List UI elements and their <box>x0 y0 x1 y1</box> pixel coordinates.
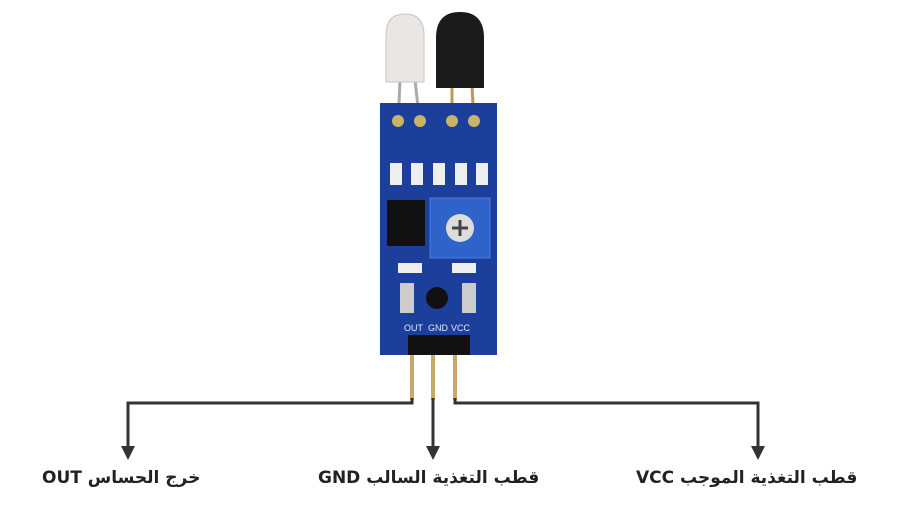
pcb-pin-label-vcc: VCC <box>451 323 471 333</box>
out-arrow-icon <box>121 446 135 460</box>
gnd-callout-label: قطب التغذية السالب GND <box>318 468 540 488</box>
vcc-connector-line <box>453 398 760 448</box>
out-connector-line <box>126 398 414 448</box>
op-amp-chip <box>387 200 425 246</box>
pcb-board: OUT GND VCC <box>380 103 497 400</box>
pin-header <box>408 335 470 355</box>
pcb-pin-label-out: OUT <box>404 323 424 333</box>
pcb-pin-label-gnd: GND <box>428 323 449 333</box>
out-callout-label: خرج الحساس OUT <box>42 468 201 488</box>
potentiometer <box>429 197 491 259</box>
vcc-arrow-icon <box>751 446 765 460</box>
gnd-arrow-icon <box>426 446 440 460</box>
vcc-callout-label: قطب التغذية الموجب VCC <box>636 468 858 488</box>
